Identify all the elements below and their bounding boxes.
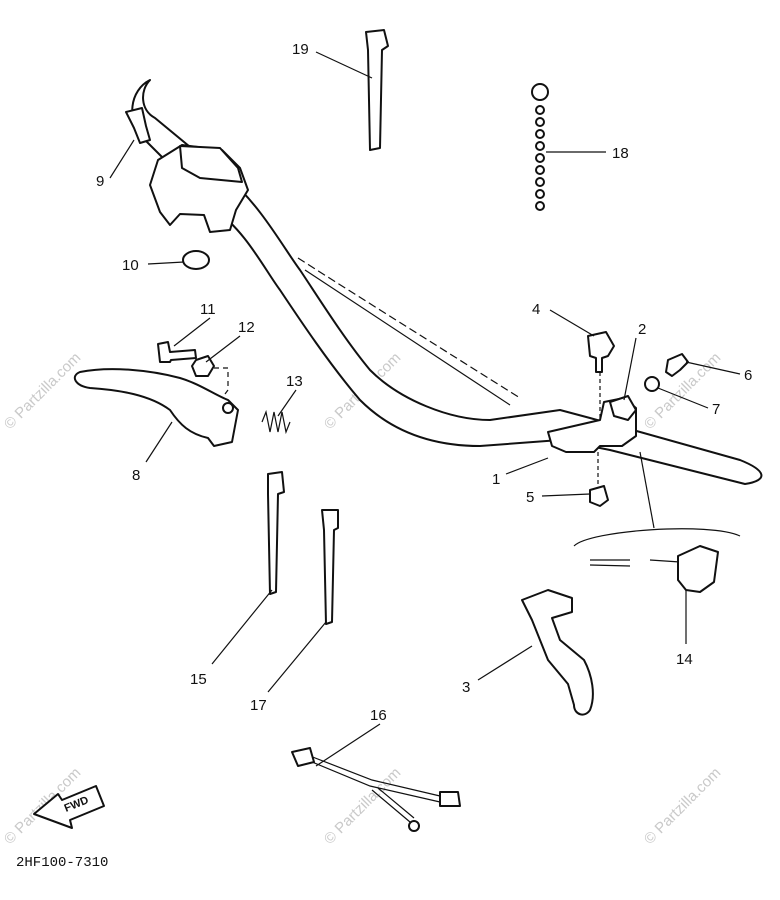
harness-wire	[371, 787, 415, 823]
callout-4: 4	[532, 301, 540, 318]
callout-19: 19	[292, 41, 309, 58]
inset-bracket	[573, 528, 741, 547]
harness-connector	[291, 747, 315, 767]
callout-13: 13	[286, 373, 303, 390]
part-5-nut	[589, 485, 609, 507]
callout-10: 10	[122, 257, 139, 274]
callout-15: 15	[190, 671, 207, 688]
callout-1: 1	[492, 471, 500, 488]
clutch-bracket-assembly	[547, 331, 689, 507]
handlebar-crossbar	[304, 269, 511, 406]
watermark: © Partzilla.com	[1, 349, 84, 432]
callout-6: 6	[744, 367, 752, 384]
watermark: © Partzilla.com	[641, 764, 724, 847]
fwd-arrow-icon	[33, 785, 105, 829]
brake-lever-assembly	[73, 341, 291, 447]
callout-14: 14	[676, 651, 693, 668]
part-14-inset	[573, 451, 741, 593]
part-3-lever	[521, 589, 594, 716]
master-cylinder-cap	[179, 145, 243, 183]
part-19-cable-tie	[365, 29, 389, 151]
callout-16: 16	[370, 707, 387, 724]
part-11-bolt	[157, 341, 197, 363]
diagram-code: 2HF100-7310	[16, 855, 108, 871]
handlebar-outline	[131, 79, 763, 485]
part-15-cable-tie	[267, 471, 285, 595]
callouts: 1 2 3 4 5 6 7 8 9 10 11 12 13 14 15 16 1…	[96, 41, 752, 724]
harness-terminal	[408, 820, 420, 832]
callout-3: 3	[462, 679, 470, 696]
callout-17: 17	[250, 697, 267, 714]
part-7-washer	[644, 376, 660, 392]
part-14-switch	[677, 545, 719, 593]
part-4-bolt	[587, 331, 615, 373]
part-6-screw	[665, 353, 689, 377]
callout-18: 18	[612, 145, 629, 162]
part-12-nut	[191, 355, 215, 377]
assembly-guide	[214, 367, 229, 399]
part-14-wire	[589, 559, 681, 567]
callout-8: 8	[132, 467, 140, 484]
part-16-harness	[291, 747, 461, 832]
handlebar	[131, 79, 763, 485]
callout-7: 7	[712, 401, 720, 418]
harness-connector	[439, 791, 461, 807]
callout-2: 2	[638, 321, 646, 338]
part-8-lever	[73, 368, 239, 447]
inset-arrow	[639, 451, 655, 529]
part-17-cable-tie	[321, 509, 339, 625]
callout-5: 5	[526, 489, 534, 506]
handlebar-crossbar	[297, 257, 521, 399]
callout-11: 11	[200, 301, 216, 318]
callout-12: 12	[238, 319, 255, 336]
harness-wire	[309, 755, 441, 803]
part-10-nut	[182, 250, 210, 270]
part-13-spring	[261, 409, 291, 435]
lever-pivot	[222, 402, 234, 414]
fwd-arrow: FWD	[33, 785, 105, 829]
callout-9: 9	[96, 173, 104, 190]
master-cylinder	[125, 107, 249, 270]
part-9-bolt	[125, 107, 151, 144]
part-18-chain	[531, 83, 549, 211]
cable-ties	[267, 29, 549, 625]
leader-lines	[109, 51, 741, 767]
